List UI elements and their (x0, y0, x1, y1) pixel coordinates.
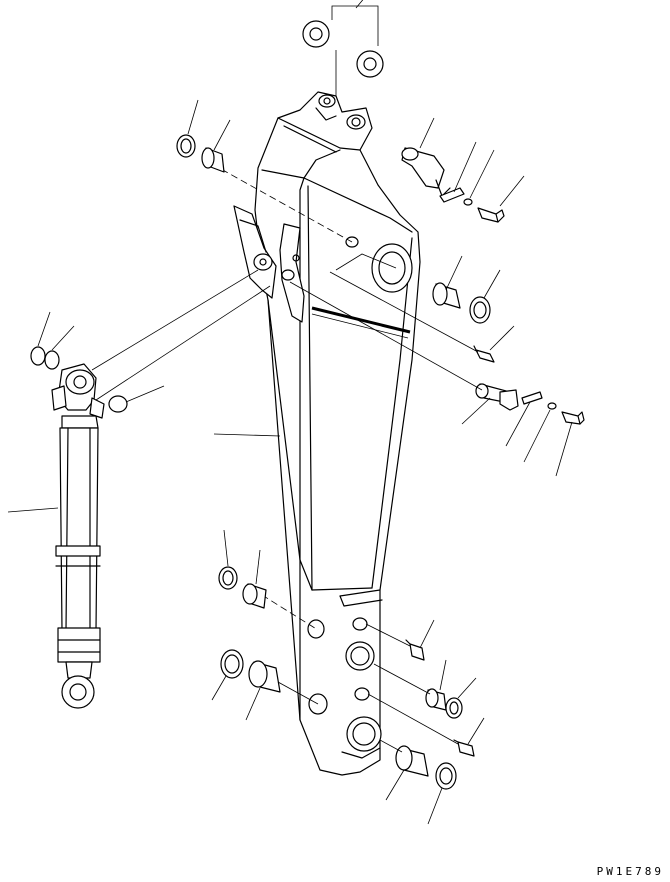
lower-right-parts (365, 619, 485, 825)
center-line-upper (211, 163, 353, 243)
foot-bushings (335, 253, 501, 324)
top-left-bushings (176, 99, 231, 173)
drawing-code: PW1E789 (596, 865, 664, 878)
lower-left-bushings (211, 529, 319, 721)
top-pin-set (401, 117, 525, 223)
center-line-lower (261, 594, 319, 631)
arm-leader (213, 433, 281, 437)
hydraulic-cylinder (7, 363, 105, 709)
middle-pin-set (289, 281, 585, 477)
arm (233, 91, 421, 776)
grease-fitting-upper (329, 271, 515, 363)
cylinder-shims (30, 269, 271, 413)
top-washers (302, 0, 384, 96)
